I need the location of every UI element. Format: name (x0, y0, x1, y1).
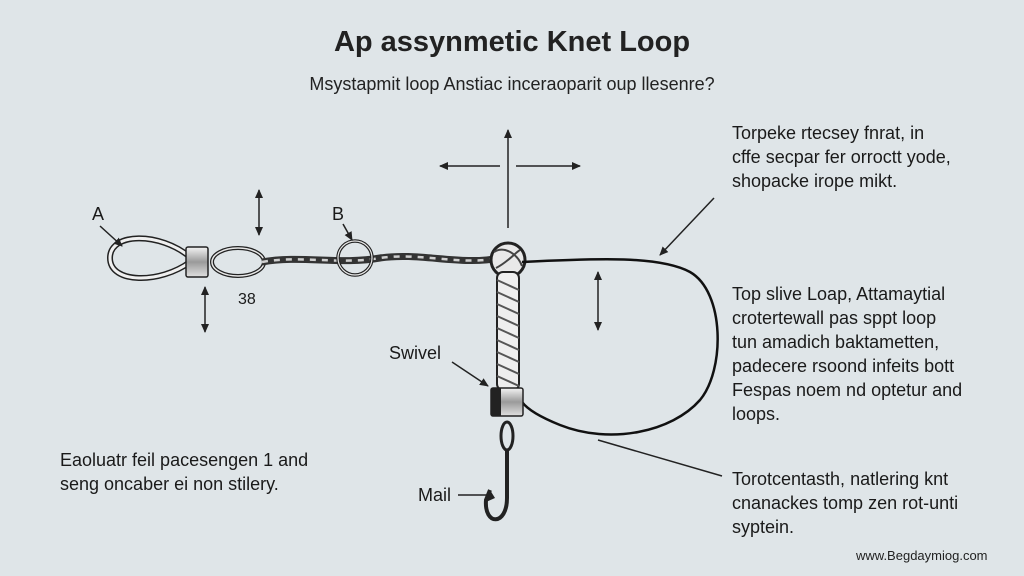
note-line: seng oncaber ei non stilery. (60, 474, 279, 494)
swivel-eye (499, 420, 515, 452)
note-bottom-right: Torotcentasth, natlering knt cnanackes t… (732, 467, 1002, 539)
crimp-sleeve (185, 246, 209, 278)
diagram-subtitle: Msystapmit loop Anstiac inceraoparit oup… (309, 74, 715, 94)
note-bottom-left: Eaoluatr feil pacesengen 1 and seng onca… (60, 448, 350, 496)
diagram-title: Ap assynmetic Knet Loop (333, 26, 691, 58)
leader-swivel (451, 361, 489, 387)
label-measure: 38 (238, 291, 256, 308)
loop-a (106, 235, 192, 281)
leader-a (99, 225, 123, 247)
note-line: syptein. (732, 517, 795, 537)
note-line: Fespas noem nd optetur and (732, 380, 963, 400)
label-b: B (332, 204, 345, 224)
label-swivel: Swivel (389, 343, 442, 363)
note-line: shopacke irope mikt. (732, 171, 898, 191)
leader-bottom-right (597, 439, 723, 477)
note-line: Eaoluatr feil pacesengen 1 and (60, 450, 309, 470)
note-line: cffe secpar fer orroctt yode, (732, 147, 951, 167)
leader-b (342, 223, 353, 241)
note-top-right: Torpeke rtecsey fnrat, in cffe secpar fe… (732, 121, 1002, 193)
note-line: padecere rsoond infeits bott (732, 356, 955, 376)
note-line: loops. (732, 404, 781, 424)
large-loop (521, 257, 719, 436)
website-credit: www.Begdaymiog.com (856, 548, 988, 563)
note-line: cnanackes tomp zen rot-unti (732, 493, 959, 513)
label-mail: Mail (418, 485, 452, 505)
twisted-line (261, 252, 501, 266)
note-mid-right: Top slive Loap, Attamaytial crotertewall… (732, 282, 1012, 426)
note-line: crotertewall pas sppt loop (732, 308, 937, 328)
label-a: A (92, 204, 105, 224)
note-line: Torpeke rtecsey fnrat, in (732, 123, 925, 143)
leader-top-right (659, 197, 715, 256)
hook (483, 450, 509, 522)
note-line: tun amadich baktametten, (732, 332, 940, 352)
note-line: Top slive Loap, Attamaytial (732, 284, 946, 304)
note-line: Torotcentasth, natlering knt (732, 469, 949, 489)
